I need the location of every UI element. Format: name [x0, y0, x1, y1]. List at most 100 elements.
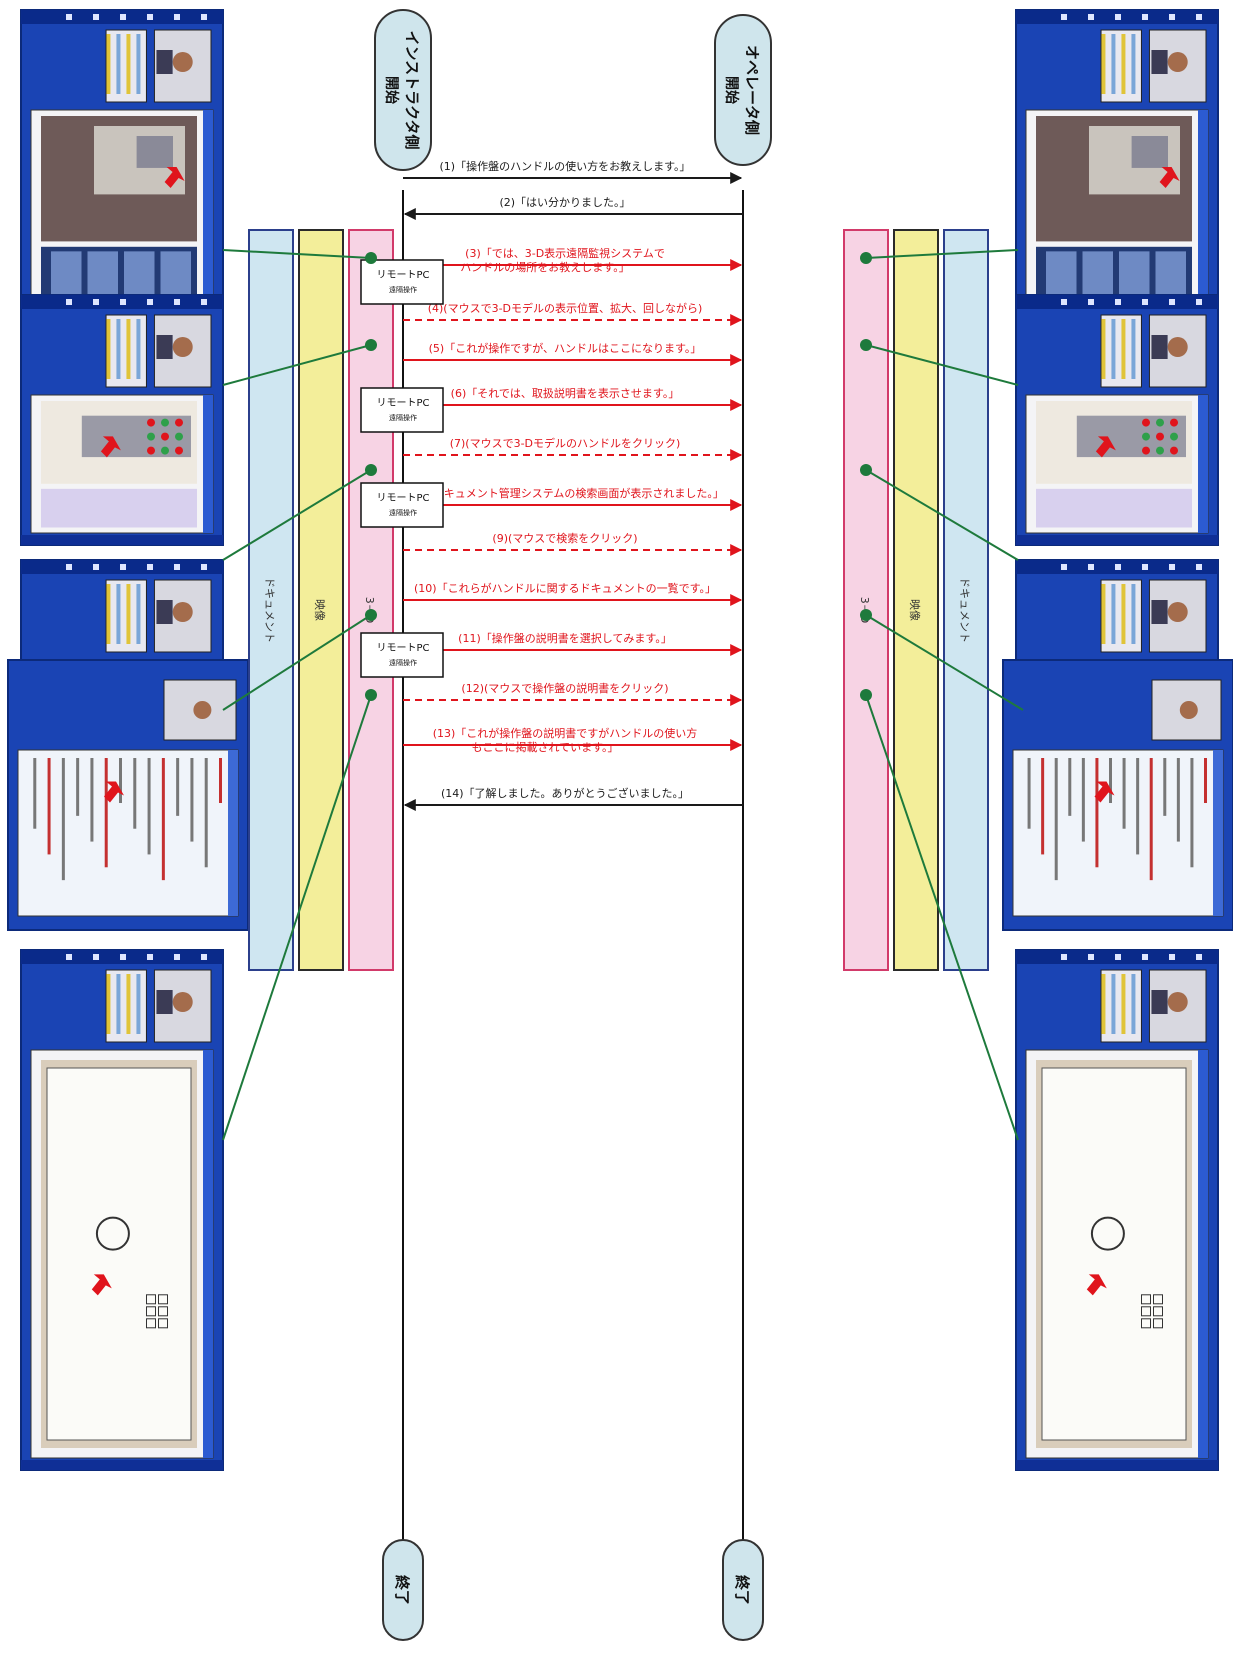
remote-pc-frame: [361, 633, 443, 677]
panel-button: [147, 433, 155, 441]
chat-line: [1131, 319, 1135, 379]
operator-screenshot-2: [1016, 295, 1218, 545]
panel-button: [175, 433, 183, 441]
side-panel: [41, 489, 197, 528]
taskbar-icon: [66, 564, 72, 570]
remote-pc-label: リモートPC: [376, 493, 429, 504]
taskbar-icon: [1196, 299, 1202, 305]
person-head: [1168, 992, 1188, 1012]
chat-line: [1111, 974, 1115, 1034]
chat-line: [1121, 319, 1125, 379]
panel-button: [161, 447, 169, 455]
chat-line: [126, 319, 130, 379]
overlay-text-line: [205, 758, 208, 867]
taskbar-icon: [174, 564, 180, 570]
taskbar-icon: [93, 299, 99, 305]
taskbar-icon: [147, 954, 153, 960]
panel-button: [1170, 447, 1178, 455]
right-strip: [1016, 535, 1218, 545]
taskbar-icon: [147, 14, 153, 20]
chat-line: [1111, 584, 1115, 644]
overlay-text-line: [62, 758, 65, 880]
overlay-text-line: [48, 758, 51, 854]
taskbar-icon: [201, 299, 207, 305]
person-body: [156, 50, 172, 74]
taskbar-icon: [1196, 954, 1202, 960]
taskbar-icon: [1088, 564, 1094, 570]
document-page: [47, 1068, 191, 1440]
overlay-text-line: [1095, 758, 1098, 867]
chat-line: [1111, 319, 1115, 379]
operator-screenshot-3-overlay: [1003, 660, 1233, 930]
message-label-8: (8)「ドキュメント管理システムの検索画面が表示されました。」: [406, 486, 724, 500]
panel-button: [147, 447, 155, 455]
messages: (1)「操作盤のハンドルの使い方をお教えします。」(2)「はい分かりました。」(…: [361, 159, 743, 805]
panel-button: [1142, 447, 1150, 455]
overlay-text-line: [76, 758, 79, 816]
overlay-text-line: [105, 758, 108, 867]
panel-button: [1156, 447, 1164, 455]
remote-pc-frame: [361, 260, 443, 304]
person-body: [1151, 990, 1167, 1014]
chat-line: [1101, 34, 1105, 94]
message-label-14: (14)「了解しました。ありがとうございました。」: [441, 786, 689, 800]
panel-button: [1170, 419, 1178, 427]
person-body: [156, 335, 172, 359]
taskbar-icon: [66, 954, 72, 960]
taskbar-icon: [1115, 954, 1121, 960]
chat-line: [1131, 974, 1135, 1034]
overlay-text-line: [1055, 758, 1058, 880]
chat-line: [1121, 974, 1125, 1034]
taskbar-icon: [93, 954, 99, 960]
taskbar-icon: [1142, 14, 1148, 20]
side-panel: [1036, 489, 1192, 528]
overlay-text-line: [148, 758, 151, 854]
panel-button: [1142, 419, 1150, 427]
overlay-text-line: [1068, 758, 1071, 816]
overlay-title-bar: [1213, 750, 1223, 916]
chat-line: [1101, 319, 1105, 379]
instructor-band-label-doc: ドキュメント: [263, 577, 276, 643]
message-label-13-line2: もここに掲載されています。」: [471, 740, 618, 754]
message-label-11: (11)「操作盤の説明書を選択してみます。」: [458, 631, 672, 645]
right-strip: [21, 535, 223, 545]
overlay-text-line: [33, 758, 36, 829]
chat-line: [106, 34, 110, 94]
taskbar-icon: [1061, 299, 1067, 305]
panel-button: [1170, 433, 1178, 441]
operator-screenshot-4: [1016, 950, 1218, 1470]
remote-pc-box-4: リモートPC遠隔操作: [361, 633, 443, 677]
title-bar: [203, 395, 213, 533]
chat-line: [126, 34, 130, 94]
message-label-12: (12)(マウスで操作盤の説明書をクリック): [461, 681, 668, 695]
instructor-screenshots: [8, 10, 248, 1470]
machine-panel: [1132, 136, 1168, 168]
taskbar-icon: [1169, 299, 1175, 305]
overlay-text-line: [1123, 758, 1126, 829]
document-page: [1042, 1068, 1186, 1440]
overlay-text-line: [219, 758, 222, 803]
message-label-7: (7)(マウスで3-Dモデルのハンドルをクリック): [450, 436, 681, 450]
person-body: [156, 600, 172, 624]
overlay-text-line: [1082, 758, 1085, 842]
taskbar-icon: [66, 299, 72, 305]
message-label-9: (9)(マウスで検索をクリック): [492, 531, 637, 545]
message-label-13: (13)「これが操作盤の説明書ですがハンドルの使い方: [433, 726, 698, 740]
overlay-person-head: [193, 701, 211, 719]
chat-line: [116, 974, 120, 1034]
taskbar-icon: [174, 954, 180, 960]
chat-line: [116, 584, 120, 644]
instructor-screenshot-3-overlay: [8, 660, 248, 930]
remote-pc-label: リモートPC: [376, 643, 429, 654]
overlay-text-line: [133, 758, 136, 829]
operator-end: 終了: [723, 1540, 763, 1640]
right-strip: [21, 1460, 223, 1470]
panel-button: [161, 419, 169, 427]
panel-button: [1156, 433, 1164, 441]
person-head: [173, 602, 193, 622]
taskbar-icon: [174, 14, 180, 20]
person-head: [1168, 52, 1188, 72]
taskbar-icon: [1061, 954, 1067, 960]
